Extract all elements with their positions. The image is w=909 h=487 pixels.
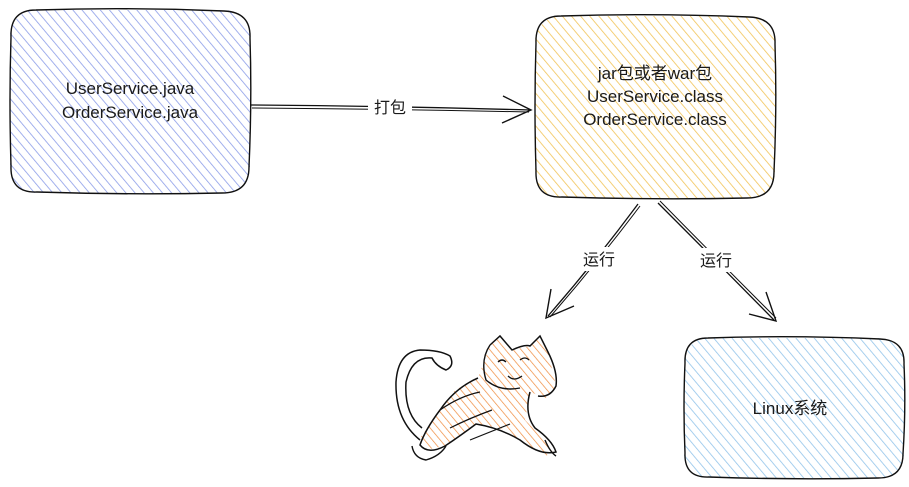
edge-run-linux-label: 运行 (700, 251, 732, 270)
edge-pack-label: 打包 (374, 98, 406, 117)
source-node: UserService.java OrderService.java (9, 8, 252, 195)
edge-run-linux: 运行 (657, 200, 778, 323)
package-node-line-3: OrderService.class (583, 110, 727, 129)
linux-node-label: Linux系统 (753, 399, 828, 418)
tomcat-cat-icon (395, 334, 558, 461)
edge-pack: 打包 (250, 95, 533, 124)
linux-node: Linux系统 (683, 336, 906, 480)
package-node: jar包或者war包 UserService.class OrderServic… (534, 14, 777, 200)
edge-run-tomcat-label: 运行 (583, 250, 615, 269)
source-node-line-1: UserService.java (66, 79, 195, 98)
package-node-line-1: jar包或者war包 (597, 64, 712, 83)
source-node-line-2: OrderService.java (62, 103, 199, 122)
edge-run-tomcat: 运行 (545, 203, 641, 320)
package-node-line-2: UserService.class (587, 87, 723, 106)
